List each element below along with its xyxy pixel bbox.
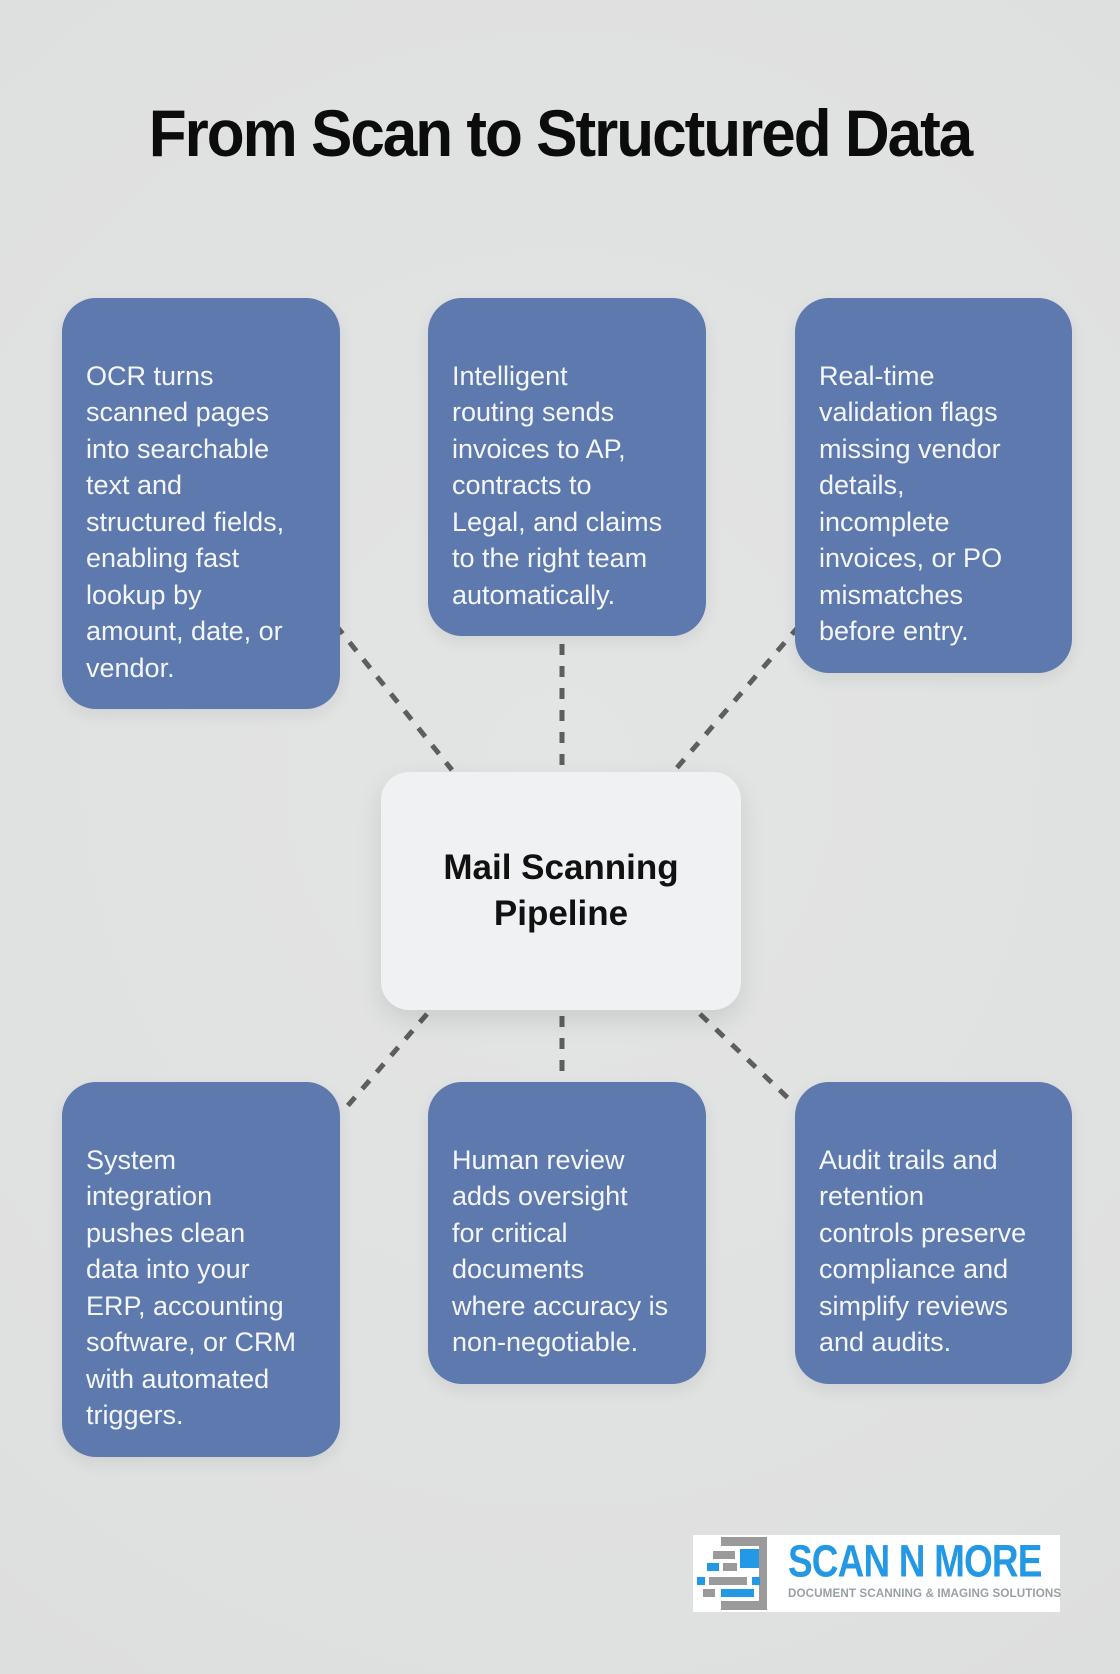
page-title: From Scan to Structured Data bbox=[148, 97, 973, 172]
connector-ocr-line bbox=[320, 606, 454, 772]
node-ocr: OCR turns scanned pages into searchable … bbox=[62, 298, 340, 709]
logo-text-block: SCAN N MORE DOCUMENT SCANNING & IMAGING … bbox=[788, 1536, 1062, 1600]
icon-pixel-block bbox=[713, 1551, 735, 1559]
icon-doc-bottom-edge bbox=[721, 1601, 767, 1610]
node-system-integration-text: System integration pushes clean data int… bbox=[86, 1144, 297, 1431]
node-human-review-text: Human review adds oversight for critical… bbox=[452, 1144, 669, 1358]
connector-integration-line bbox=[342, 1012, 429, 1112]
icon-pixel-block bbox=[740, 1549, 759, 1568]
icon-pixel-block bbox=[752, 1577, 760, 1585]
node-intelligent-routing: Intelligent routing sends invoices to AP… bbox=[428, 298, 706, 636]
icon-doc-right-edge bbox=[759, 1537, 767, 1610]
node-human-review: Human review adds oversight for critical… bbox=[428, 1082, 706, 1384]
connector-validation-line bbox=[673, 624, 801, 772]
node-ocr-text: OCR turns scanned pages into searchable … bbox=[86, 360, 285, 683]
icon-pixel-block bbox=[697, 1577, 705, 1585]
icon-doc-top-edge bbox=[721, 1537, 767, 1546]
icon-pixel-block bbox=[707, 1563, 719, 1571]
center-hub-label: Mail Scanning Pipeline bbox=[443, 848, 679, 933]
node-audit-trails: Audit trails and retention controls pres… bbox=[795, 1082, 1072, 1384]
node-system-integration: System integration pushes clean data int… bbox=[62, 1082, 340, 1457]
center-hub: Mail Scanning Pipeline bbox=[381, 772, 741, 1010]
node-realtime-validation-text: Real-time validation flags missing vendo… bbox=[819, 360, 1003, 647]
node-audit-trails-text: Audit trails and retention controls pres… bbox=[819, 1144, 1027, 1358]
logo-company-name: SCAN N MORE bbox=[788, 1536, 1042, 1588]
node-intelligent-routing-text: Intelligent routing sends invoices to AP… bbox=[452, 360, 663, 610]
icon-pixel-block bbox=[723, 1563, 737, 1571]
node-realtime-validation: Real-time validation flags missing vendo… bbox=[795, 298, 1072, 673]
logo-tagline: DOCUMENT SCANNING & IMAGING SOLUTIONS bbox=[788, 1586, 1062, 1600]
document-scan-icon bbox=[697, 1537, 769, 1610]
scan-n-more-logo: SCAN N MORE DOCUMENT SCANNING & IMAGING … bbox=[693, 1535, 1062, 1612]
icon-pixel-block bbox=[709, 1577, 747, 1585]
icon-pixel-block bbox=[703, 1589, 715, 1597]
connector-audit-line bbox=[698, 1012, 792, 1102]
icon-pixel-block bbox=[721, 1589, 754, 1597]
